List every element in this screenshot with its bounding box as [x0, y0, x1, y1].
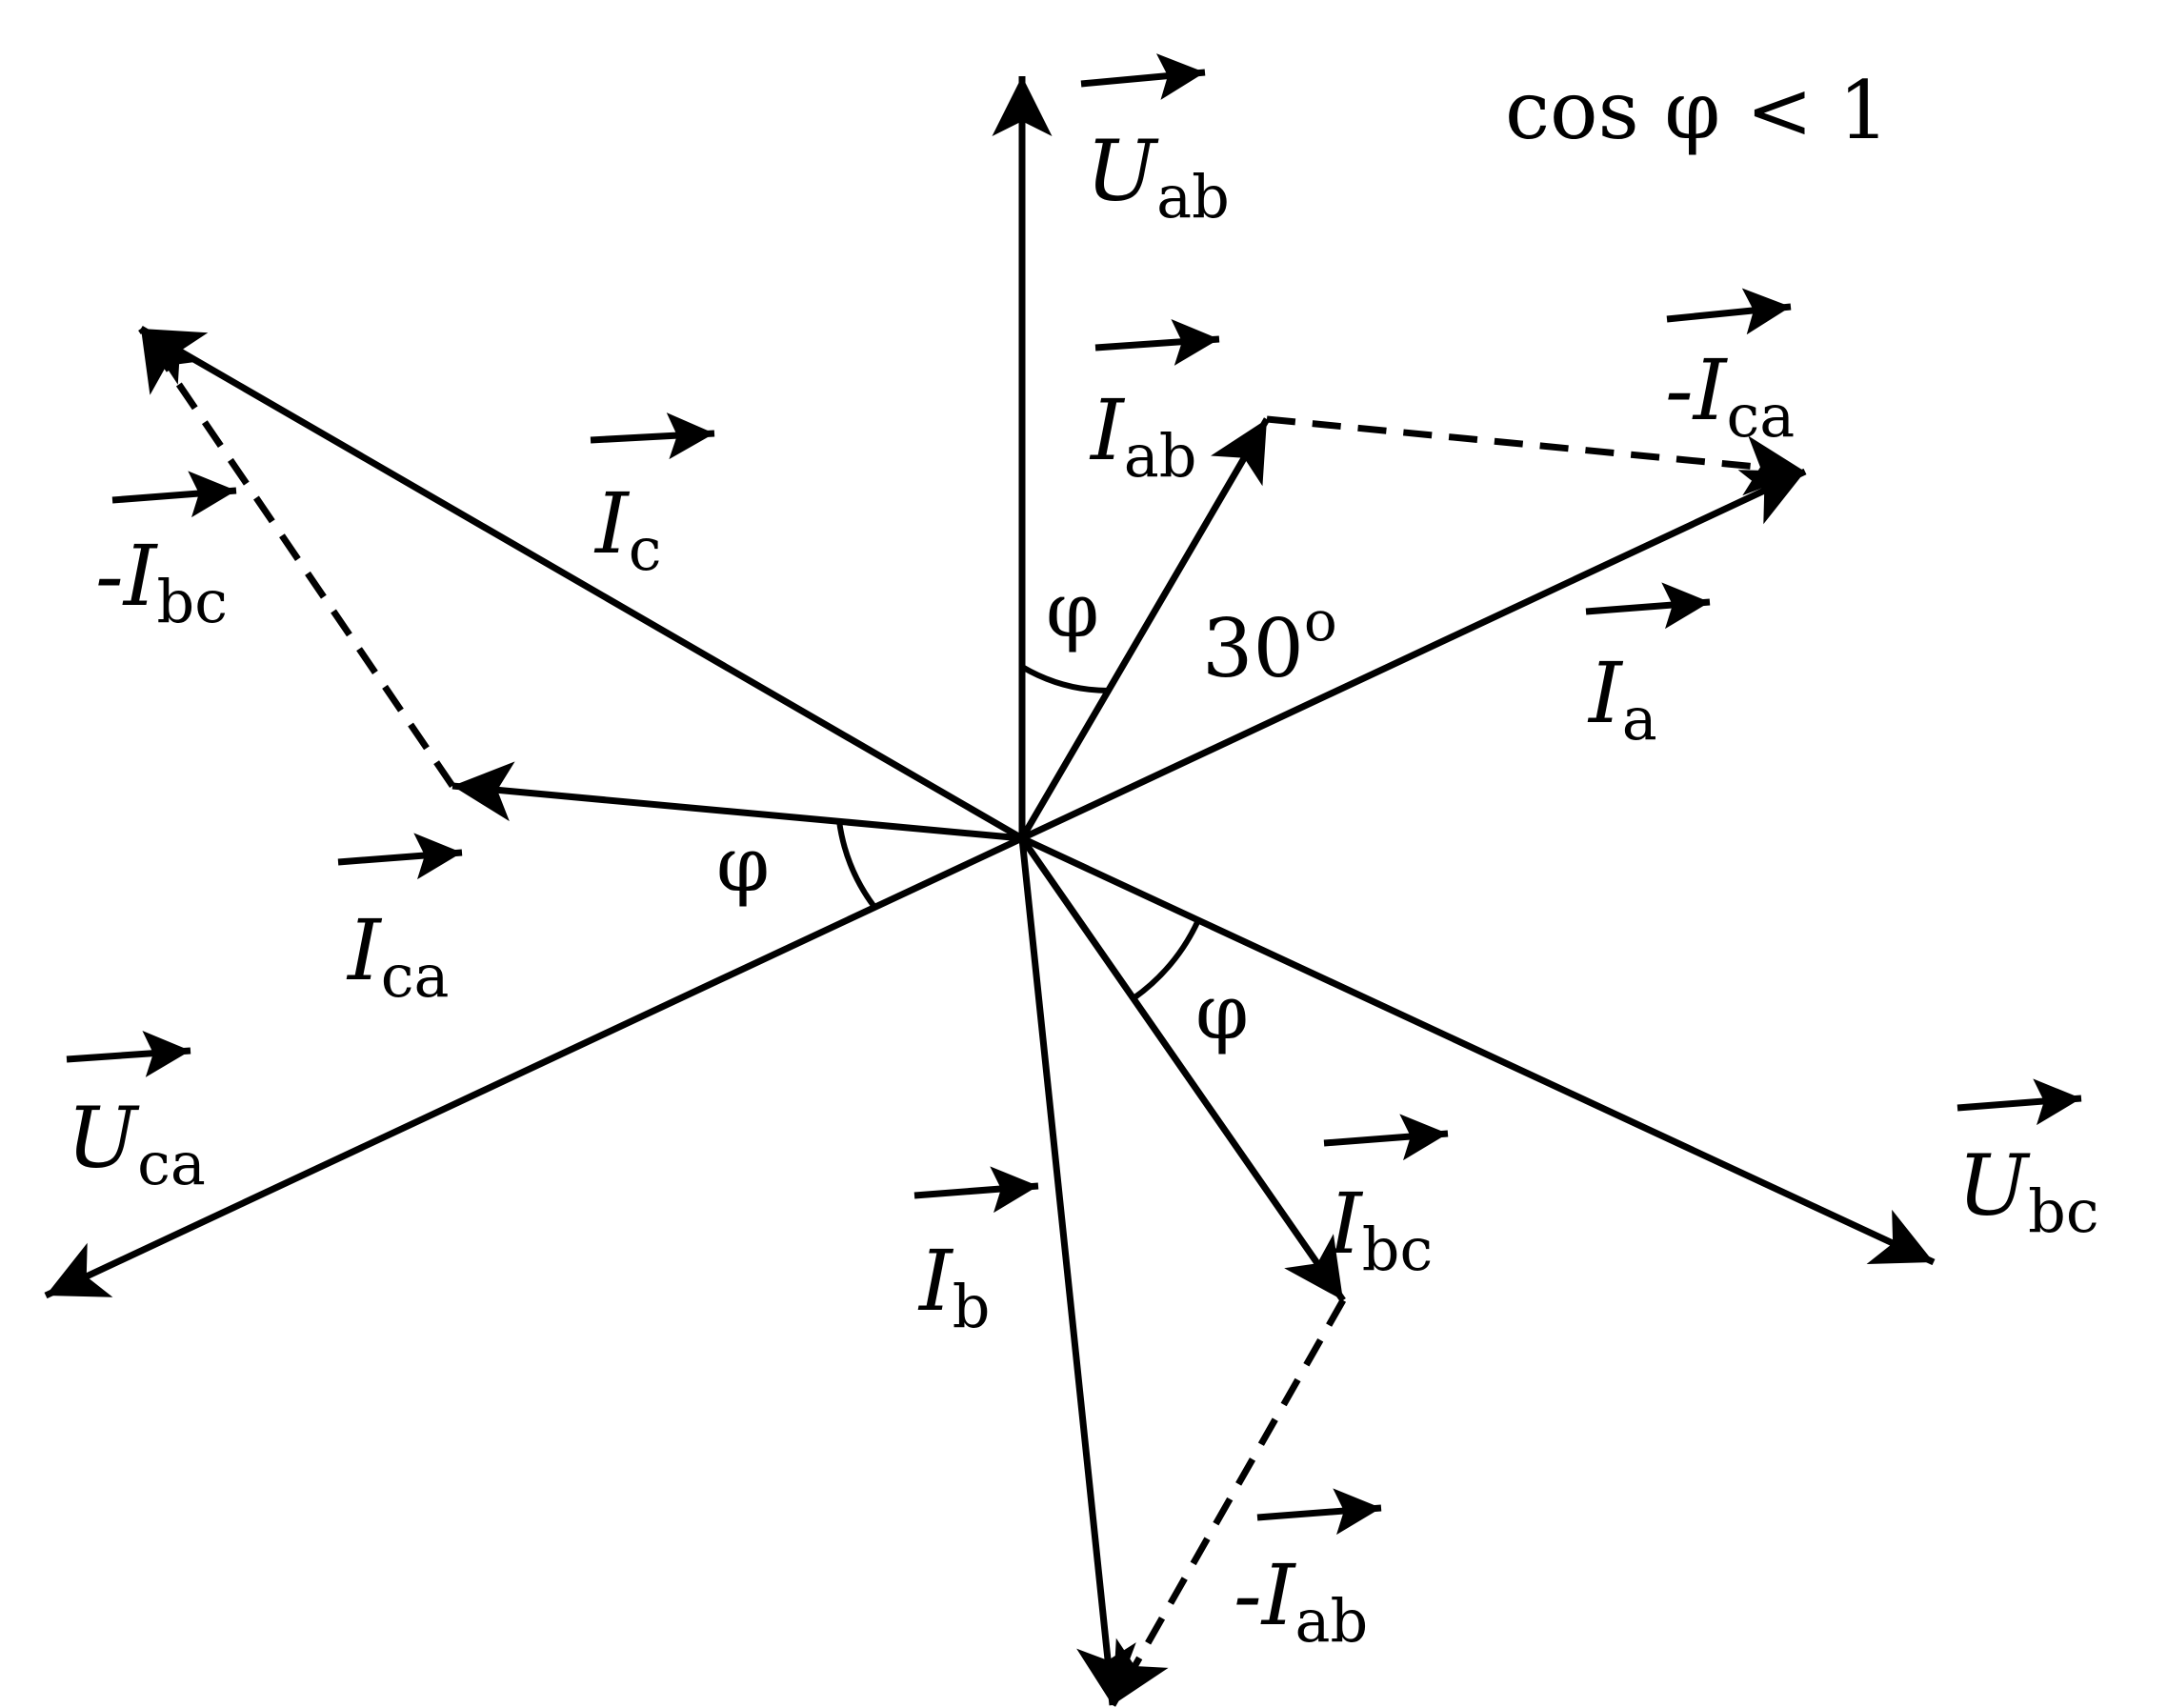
neg-i-ab-label-arrow [1256, 1488, 1382, 1536]
phi-arc-bc [1132, 918, 1201, 1001]
i-ab-label-arrow [1094, 318, 1220, 366]
phi-label-bc: φ [1195, 968, 1249, 1056]
neg-i-bc-label-arrow [111, 471, 237, 518]
neg-i-ca-label: -Ica [1665, 341, 1795, 451]
i-b-label-arrow [913, 1166, 1039, 1214]
angle-value: 30 [1202, 602, 1304, 695]
i-bc-phasor [1019, 836, 1346, 1302]
u-ab-label-arrow [1080, 53, 1206, 100]
neg-i-bc-phasor [138, 327, 455, 788]
i-ab-label: Iab [1089, 381, 1196, 491]
angle-unit: o [1304, 589, 1337, 653]
i-a-label-arrow [1585, 582, 1711, 630]
i-a-label: Ia [1587, 644, 1657, 754]
i-c-label-arrow [590, 412, 715, 460]
phi-label-ab: φ [1046, 566, 1099, 654]
u-bc-phasor [1020, 834, 1936, 1266]
phi-label-ca: φ [716, 820, 770, 909]
i-c-phasor [139, 325, 1024, 842]
i-a-phasor [1020, 468, 1807, 842]
i-b-label: Ib [917, 1232, 990, 1341]
neg-i-bc-label: -Ibc [95, 527, 228, 636]
i-ab-phasor [1018, 417, 1271, 840]
u-ca-label-arrow [66, 1030, 191, 1077]
u-bc-label: Ubc [1957, 1136, 2099, 1246]
i-ca-label: Ica [346, 901, 449, 1011]
angle-30-label: 30o [1202, 589, 1337, 695]
i-ca-label-arrow [337, 833, 463, 880]
phi-arc-ab [1020, 664, 1110, 693]
diagram-title: cos φ < 1 [1505, 64, 1889, 157]
neg-i-ab-label: -Iab [1234, 1546, 1368, 1656]
u-ca-label: Uca [67, 1089, 206, 1198]
neg-i-ab-phasor [1109, 1298, 1347, 1707]
i-b-phasor [1018, 837, 1136, 1706]
neg-i-ca-label-arrow [1666, 288, 1792, 335]
i-ca-phasor [451, 761, 1023, 842]
i-bc-label-arrow [1323, 1114, 1449, 1161]
i-c-label: Ic [593, 474, 662, 584]
u-bc-label-arrow [1956, 1078, 2082, 1126]
phi-arc-ca [836, 820, 877, 909]
u-ca-phasor [44, 834, 1024, 1299]
u-ab-label: Uab [1086, 122, 1230, 231]
i-bc-label: Ibc [1327, 1175, 1433, 1284]
